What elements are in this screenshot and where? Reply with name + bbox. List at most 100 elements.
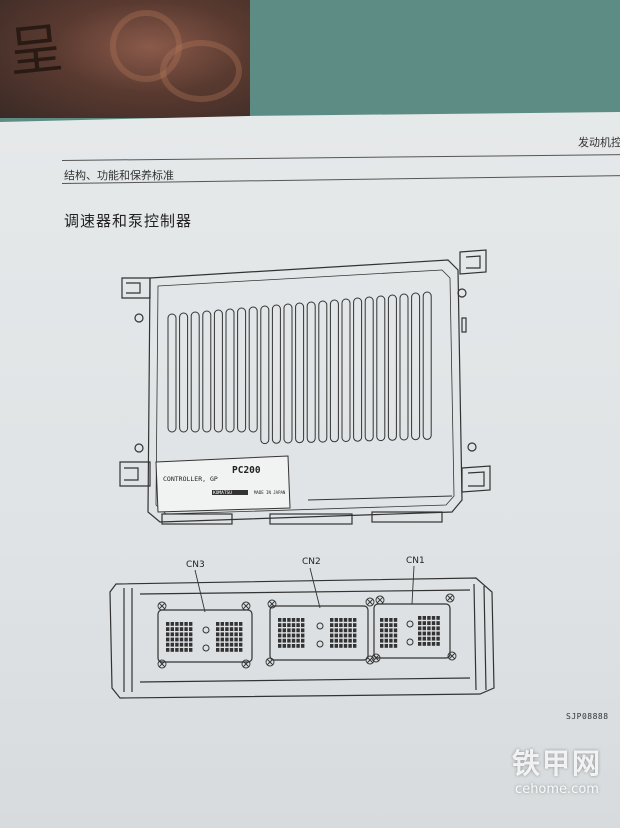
cn2-label: CN2: [302, 557, 321, 567]
connector-pin: [343, 638, 348, 643]
connector-pin: [353, 644, 357, 648]
connector-pin: [225, 632, 229, 637]
connector-pin: [339, 628, 343, 633]
screw-x: [157, 659, 167, 669]
connector-pin: [229, 648, 234, 652]
connector-pin: [291, 638, 296, 643]
cooling-fin: [399, 293, 409, 441]
site-watermark: 铁甲网 cehome.com: [502, 742, 612, 797]
connector-pin: [229, 622, 234, 626]
connector-pin: [339, 623, 343, 627]
connector-pin: [170, 632, 174, 637]
connector-pin: [225, 627, 229, 631]
screw-x: [375, 595, 385, 605]
connector-pin: [330, 623, 334, 627]
cooling-fins: [167, 291, 432, 445]
connector-pin: [216, 622, 220, 626]
connector-pin: [330, 638, 334, 643]
connector-pin: [291, 623, 296, 627]
cooling-fin: [225, 308, 235, 433]
connector-pin: [175, 632, 179, 637]
screw-x: [445, 593, 455, 603]
connector-pin: [189, 632, 193, 637]
connector-pin: [175, 622, 179, 626]
connector-pin: [431, 621, 436, 625]
watermark-sub: cehome.com: [515, 782, 599, 797]
connector-pin: [384, 644, 388, 648]
connector-pin: [353, 633, 357, 638]
connector-pin: [301, 628, 305, 633]
connector-pin: [225, 648, 229, 652]
connector-pin: [239, 642, 243, 647]
connector-pin: [220, 637, 224, 642]
connector-pin: [343, 628, 348, 633]
connector-pin: [393, 628, 398, 633]
connector-pin: [436, 642, 440, 646]
connector-pin: [229, 627, 234, 631]
connector-pin: [166, 637, 170, 642]
connector-pin: [282, 644, 286, 648]
connector-pin: [436, 636, 440, 641]
connector-pin: [422, 626, 426, 631]
connector-pin: [330, 633, 334, 638]
connector-pin: [278, 638, 282, 643]
connector-pin: [220, 642, 224, 647]
connector-pin: [278, 628, 282, 633]
connector-pin: [422, 621, 426, 625]
connector-pin: [184, 627, 188, 631]
cloth-swirl: [160, 40, 242, 102]
cooling-fin: [283, 303, 293, 444]
connector-pin: [384, 633, 388, 638]
connector-pin: [436, 631, 440, 636]
connector-pin: [389, 623, 393, 627]
connector-pin: [418, 631, 422, 636]
connector-pin: [393, 633, 398, 638]
connector-pin: [427, 636, 431, 641]
connector-pin: [436, 626, 440, 631]
connector-pin: [184, 637, 188, 642]
controller-label: CONTROLLER, GP: [163, 475, 218, 483]
connector-pin: [287, 628, 291, 633]
controller-brand: KOMATSU: [213, 490, 232, 496]
connector-pin: [234, 622, 238, 626]
cooling-fin: [237, 307, 247, 433]
connector-pin: [339, 644, 343, 648]
connector-pin: [418, 616, 422, 620]
connector-pin: [334, 638, 338, 643]
connector-pin: [418, 636, 422, 641]
connector-pin: [291, 618, 296, 622]
cooling-fin: [422, 291, 432, 440]
connector-pin: [239, 648, 243, 652]
connector-pin: [278, 633, 282, 638]
connector-pin: [225, 642, 229, 647]
connector-pin: [216, 637, 220, 642]
cooling-fin: [364, 296, 374, 442]
connector-pin: [239, 637, 243, 642]
section-title: 调速器和泵控制器: [64, 212, 193, 230]
connector-pin: [339, 618, 343, 622]
connector-pin: [229, 632, 234, 637]
connector-pin: [287, 618, 291, 622]
connector-pin: [184, 632, 188, 637]
connector-pin: [339, 633, 343, 638]
connector-pin: [384, 623, 388, 627]
connector-pin: [422, 631, 426, 636]
connector-pin: [189, 642, 193, 647]
connector-pin: [175, 637, 179, 642]
connector-pin: [330, 644, 334, 648]
connector-pin: [427, 626, 431, 631]
connector-pin: [282, 633, 286, 638]
connector-pin: [229, 642, 234, 647]
screw-x: [241, 601, 251, 611]
connector-pin: [389, 638, 393, 643]
connector-pin: [179, 642, 184, 647]
connector-pin: [216, 642, 220, 647]
connector-pin: [353, 618, 357, 622]
screw-x: [265, 657, 275, 667]
connector-pin: [225, 622, 229, 626]
controller-origin: MADE IN JAPAN: [254, 490, 286, 495]
connector-pin: [296, 644, 300, 648]
controller-model: PC200: [232, 465, 261, 476]
connector-pin: [348, 618, 352, 622]
connector-pin: [220, 622, 224, 626]
